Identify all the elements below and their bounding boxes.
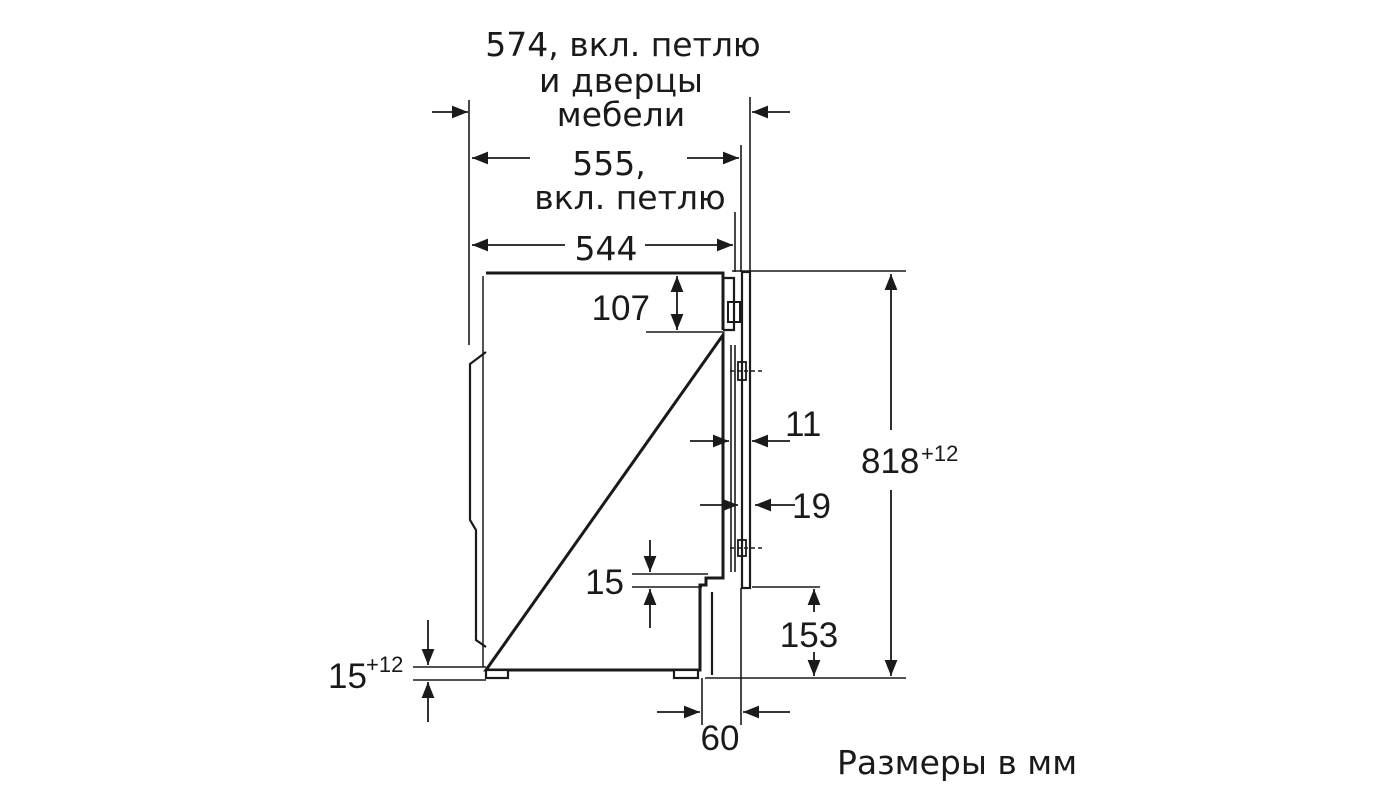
- label-574-line3: мебели: [557, 95, 685, 134]
- label-555-line2: вкл. петлю: [534, 178, 725, 217]
- label-60: 60: [701, 719, 740, 758]
- label-574-line1: 574, вкл. петлю: [485, 25, 760, 64]
- dimension-arrows: [421, 105, 898, 722]
- label-19: 19: [792, 487, 831, 526]
- label-818: 818: [861, 442, 919, 481]
- extension-lines: [413, 97, 906, 725]
- label-15: 15: [585, 563, 624, 602]
- label-15-foot: 15: [328, 657, 367, 696]
- label-15-foot-superscript: +12: [366, 652, 403, 677]
- units-caption: Размеры в мм: [837, 743, 1077, 782]
- label-107: 107: [592, 289, 650, 328]
- label-818-superscript: +12: [921, 441, 958, 466]
- appliance-body: [468, 271, 741, 680]
- label-11: 11: [785, 405, 821, 444]
- label-555-line1: 555,: [572, 144, 645, 183]
- label-153: 153: [780, 616, 838, 655]
- label-544: 544: [575, 229, 638, 268]
- label-574-line2: и дверцы: [539, 61, 703, 100]
- furniture-door: [730, 270, 762, 590]
